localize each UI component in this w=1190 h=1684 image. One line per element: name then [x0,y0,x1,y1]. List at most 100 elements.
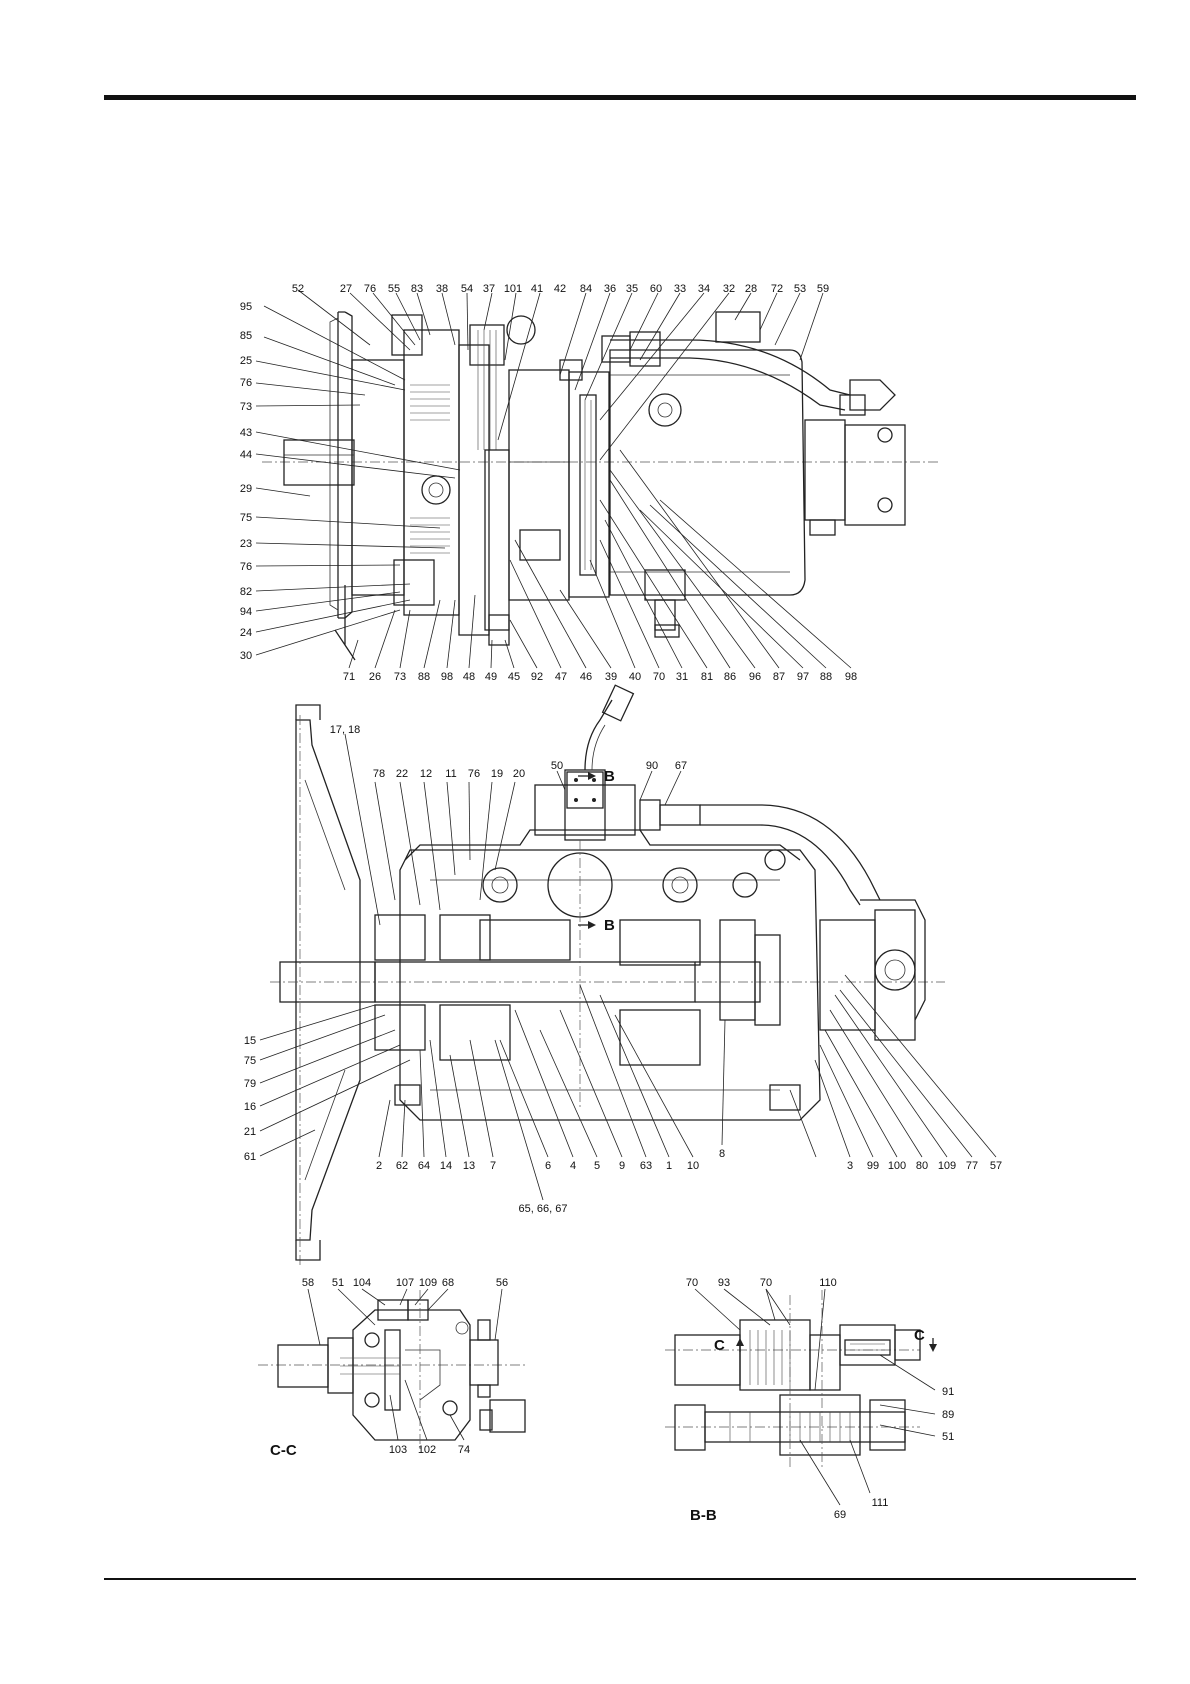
fig1-label-left: 85 [240,330,252,342]
fig1-label-bottom: 46 [580,671,592,683]
fig2-label-bottom: 77 [966,1160,978,1172]
figure-4-section-bb: C C 70 93 70 110 91 89 51 69 111 B-B [665,1277,954,1524]
fig4-label-right: 89 [942,1409,954,1421]
fig2-label-top: 90 [646,760,658,772]
fig1-label-bottom: 92 [531,671,543,683]
fig1-label-bottom: 81 [701,671,713,683]
fig2-label-top: 17, 18 [330,724,361,736]
fig1-label-top: 38 [436,283,448,295]
fig2-label-bottom: 6 [545,1160,551,1172]
fig2-label-left: 15 [244,1035,256,1047]
fig1-label-left: 43 [240,427,252,439]
fig1-label-bottom: 87 [773,671,785,683]
fig1-label-bottom: 71 [343,671,355,683]
fig2-label-bottom: 109 [938,1160,956,1172]
fig4-label-right: 91 [942,1386,954,1398]
fig1-label-bottom: 73 [394,671,406,683]
fig2-label-bottom: 8 [719,1148,725,1160]
figure-2-pump-longitudinal: B B [244,684,1002,1268]
fig1-label-bottom: 70 [653,671,665,683]
fig3-label-bottom: 102 [418,1444,436,1456]
fig2-label-bottom: 63 [640,1160,652,1172]
fig2-label-top: 67 [675,760,687,772]
fig2-label-bottom: 57 [990,1160,1002,1172]
fig1-label-left: 30 [240,650,252,662]
fig3-label-top: 68 [442,1277,454,1289]
fig1-label-left: 82 [240,586,252,598]
fig3-label-top: 104 [353,1277,371,1289]
fig1-label-top: 76 [364,283,376,295]
fig1-label-left: 94 [240,606,252,618]
section-marker-c: C [914,1327,925,1344]
figure-1-pump-section: 52 27 76 55 83 38 54 37 101 41 42 84 36 … [240,283,940,683]
fig2-label-top: 12 [420,768,432,780]
fig1-label-top: 27 [340,283,352,295]
fig1-label-top: 54 [461,283,473,295]
fig1-label-bottom: 40 [629,671,641,683]
fig2-label-bottom: 80 [916,1160,928,1172]
fig1-label-top: 41 [531,283,543,295]
fig2-label-bottom: 4 [570,1160,576,1172]
fig2-label-left: 79 [244,1078,256,1090]
fig3-label-top: 107 [396,1277,414,1289]
fig2-label-bottom: 99 [867,1160,879,1172]
fig1-label-top: 33 [674,283,686,295]
fig2-label-top: 22 [396,768,408,780]
fig1-label-bottom: 26 [369,671,381,683]
fig1-label-bottom: 88 [418,671,430,683]
section-marker-b: B [604,768,615,785]
fig1-label-bottom: 45 [508,671,520,683]
fig2-label-bottom: 14 [440,1160,452,1172]
fig1-label-bottom: 98 [441,671,453,683]
fig1-label-left: 25 [240,355,252,367]
fig3-label-bottom: 103 [389,1444,407,1456]
fig1-label-top: 42 [554,283,566,295]
fig1-label-bottom: 39 [605,671,617,683]
fig2-label-top: 19 [491,768,503,780]
fig1-label-bottom: 49 [485,671,497,683]
fig4-label-top: 70 [686,1277,698,1289]
fig2-label-bottom: 64 [418,1160,430,1172]
fig1-label-bottom: 47 [555,671,567,683]
section-marker-c: C [714,1337,725,1354]
fig1-label-bottom: 97 [797,671,809,683]
fig2-label-bottom: 10 [687,1160,699,1172]
fig1-label-left: 76 [240,561,252,573]
fig2-label-bottom: 100 [888,1160,906,1172]
fig4-label-top: 93 [718,1277,730,1289]
fig2-label-bottom: 7 [490,1160,496,1172]
fig1-label-left: 24 [240,627,252,639]
fig1-label-bottom: 31 [676,671,688,683]
fig1-label-top: 28 [745,283,757,295]
section-title-bb: B-B [690,1507,717,1524]
fig3-label-top: 58 [302,1277,314,1289]
fig2-label-top: 50 [551,760,563,772]
fig1-label-top: 53 [794,283,806,295]
fig2-label-bottom: 3 [847,1160,853,1172]
fig1-label-left: 95 [240,301,252,313]
fig3-label-top: 56 [496,1277,508,1289]
fig2-label-top: 78 [373,768,385,780]
fig1-label-top: 101 [504,283,522,295]
fig4-label-bottom: 111 [872,1497,889,1509]
fig2-label-bottom: 13 [463,1160,475,1172]
figure-3-section-cc: 58 51 104 107 109 68 56 103 102 74 C-C [258,1277,526,1459]
fig1-label-left: 44 [240,449,252,461]
fig1-label-top: 34 [698,283,710,295]
fig1-label-bottom: 96 [749,671,761,683]
fig1-label-top: 36 [604,283,616,295]
fig2-label-left: 21 [244,1126,256,1138]
fig1-label-top: 83 [411,283,423,295]
fig1-label-bottom: 88 [820,671,832,683]
fig1-label-left: 23 [240,538,252,550]
fig3-label-top: 109 [419,1277,437,1289]
header-rule [104,95,1136,100]
fig1-label-bottom: 98 [845,671,857,683]
fig2-label-bottom: 1 [666,1160,672,1172]
fig1-label-bottom: 48 [463,671,475,683]
fig2-label-top: 20 [513,768,525,780]
fig2-label-left: 75 [244,1055,256,1067]
fig2-label-left: 16 [244,1101,256,1113]
fig1-label-top: 84 [580,283,592,295]
